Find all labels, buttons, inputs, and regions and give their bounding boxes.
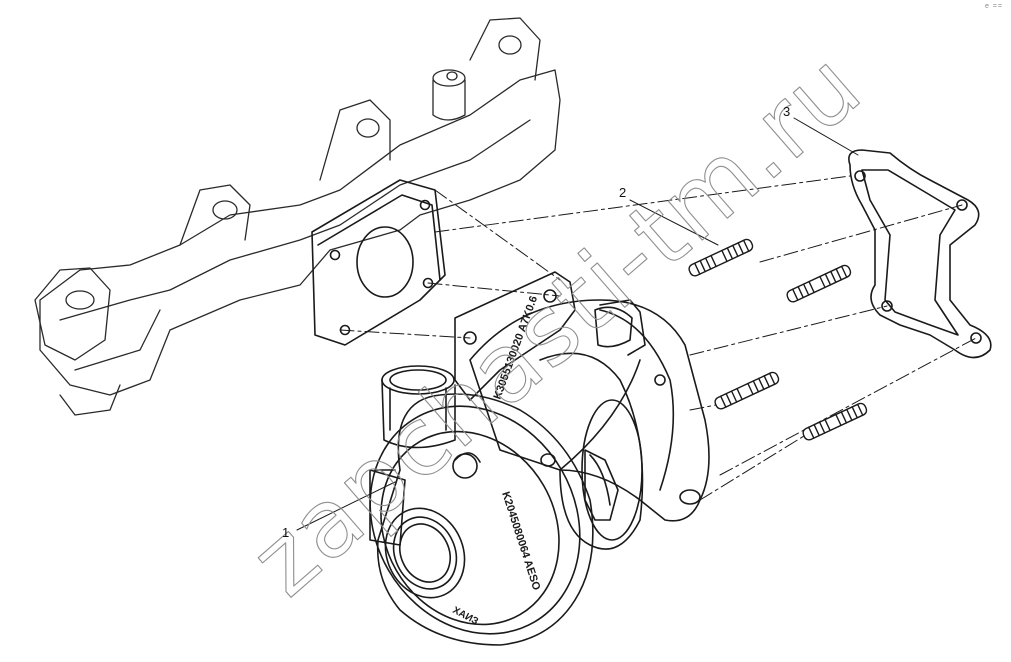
mounting-studs bbox=[688, 238, 868, 441]
callout-1-label: 1 bbox=[282, 525, 290, 540]
corner-mark: e == bbox=[984, 3, 1003, 10]
manifold-outlet-flange bbox=[311, 179, 446, 346]
watermark: zapchasti-tm.ru bbox=[231, 31, 883, 618]
callout-2: 2 bbox=[619, 186, 626, 199]
assembly-centerlines bbox=[339, 175, 977, 501]
callout-3-label: 3 bbox=[783, 104, 791, 119]
brand-stamp: ХАИЗ bbox=[451, 605, 480, 628]
turbocharger bbox=[369, 271, 710, 646]
callout-leaders bbox=[296, 117, 859, 531]
callout-2-label: 2 bbox=[619, 185, 627, 200]
callout-1: 1 bbox=[282, 526, 289, 539]
compressor-housing-stamp: K2045080064 AESO bbox=[499, 490, 542, 592]
exhaust-manifold bbox=[34, 17, 561, 416]
watermark-text: zapchasti-tm.ru bbox=[232, 31, 883, 617]
turbine-inlet-gasket bbox=[848, 149, 992, 359]
callout-3: 3 bbox=[783, 105, 790, 118]
